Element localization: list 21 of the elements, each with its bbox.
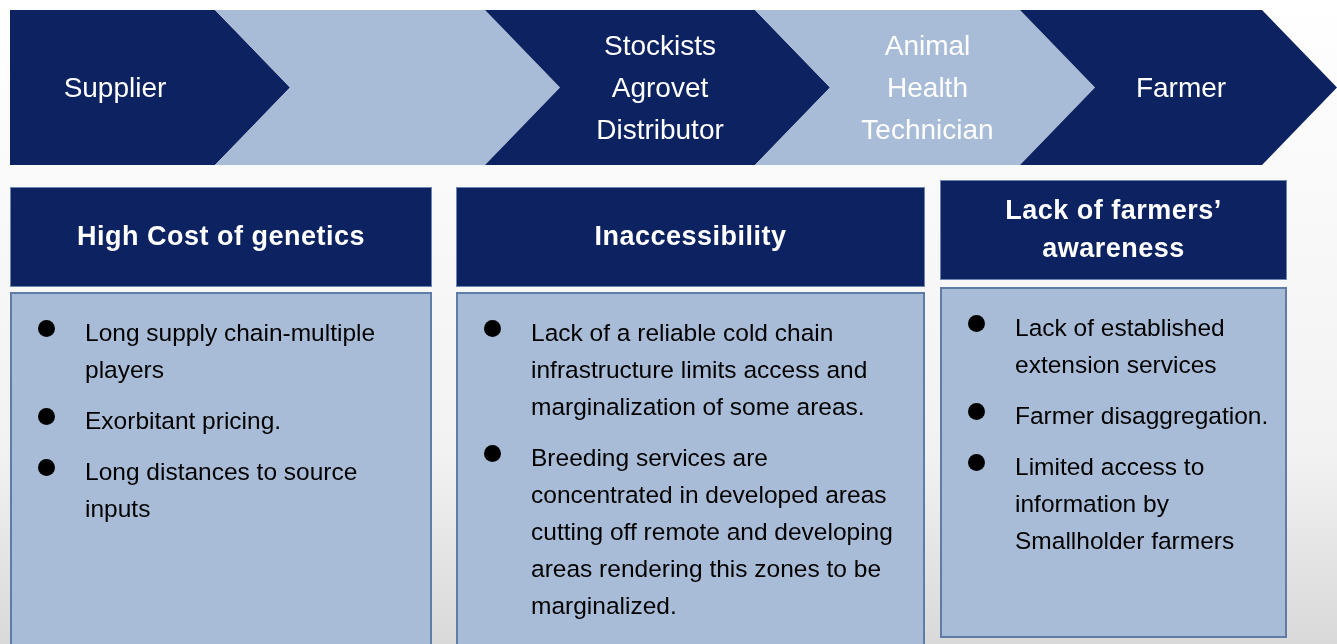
issue-panel (456, 292, 925, 644)
bullet-text: Limited access to information by Smallholder farmers (1015, 452, 1236, 556)
header-box (456, 187, 925, 287)
issue-panel (10, 292, 432, 644)
stage-label: Animal Health Technician (860, 28, 995, 147)
issue-panel (940, 287, 1287, 638)
stage-label: Stockists Agrovet Distributor (595, 28, 725, 147)
stage-label: Supplier (63, 70, 167, 105)
header-text: High Cost of genetics (77, 220, 365, 254)
bullet-text: Lack of a reliable cold chain infrastructure limits access and marginalization of some areas. (531, 318, 869, 422)
bullet-text: Farmer disaggregation. (1015, 401, 1269, 431)
header-text: Inaccessibility (594, 220, 787, 254)
bullet-text: Breeding services are concentrated in developed areas cutting off remote and developing areas rendering this zones to be marginalized. (531, 443, 894, 621)
bullet-text: Lack of established extension services (1015, 313, 1226, 380)
stage-label: Farmer (1135, 70, 1227, 105)
bullet-text: Exorbitant pricing. (85, 406, 282, 436)
bullet-text: Long supply chain-multiple players (85, 318, 377, 385)
header-box (940, 180, 1287, 280)
header-text: Lack of farmers’ awareness (1004, 194, 1223, 265)
bullet-text: Long distances to source inputs (85, 457, 359, 524)
header-box (10, 187, 432, 287)
